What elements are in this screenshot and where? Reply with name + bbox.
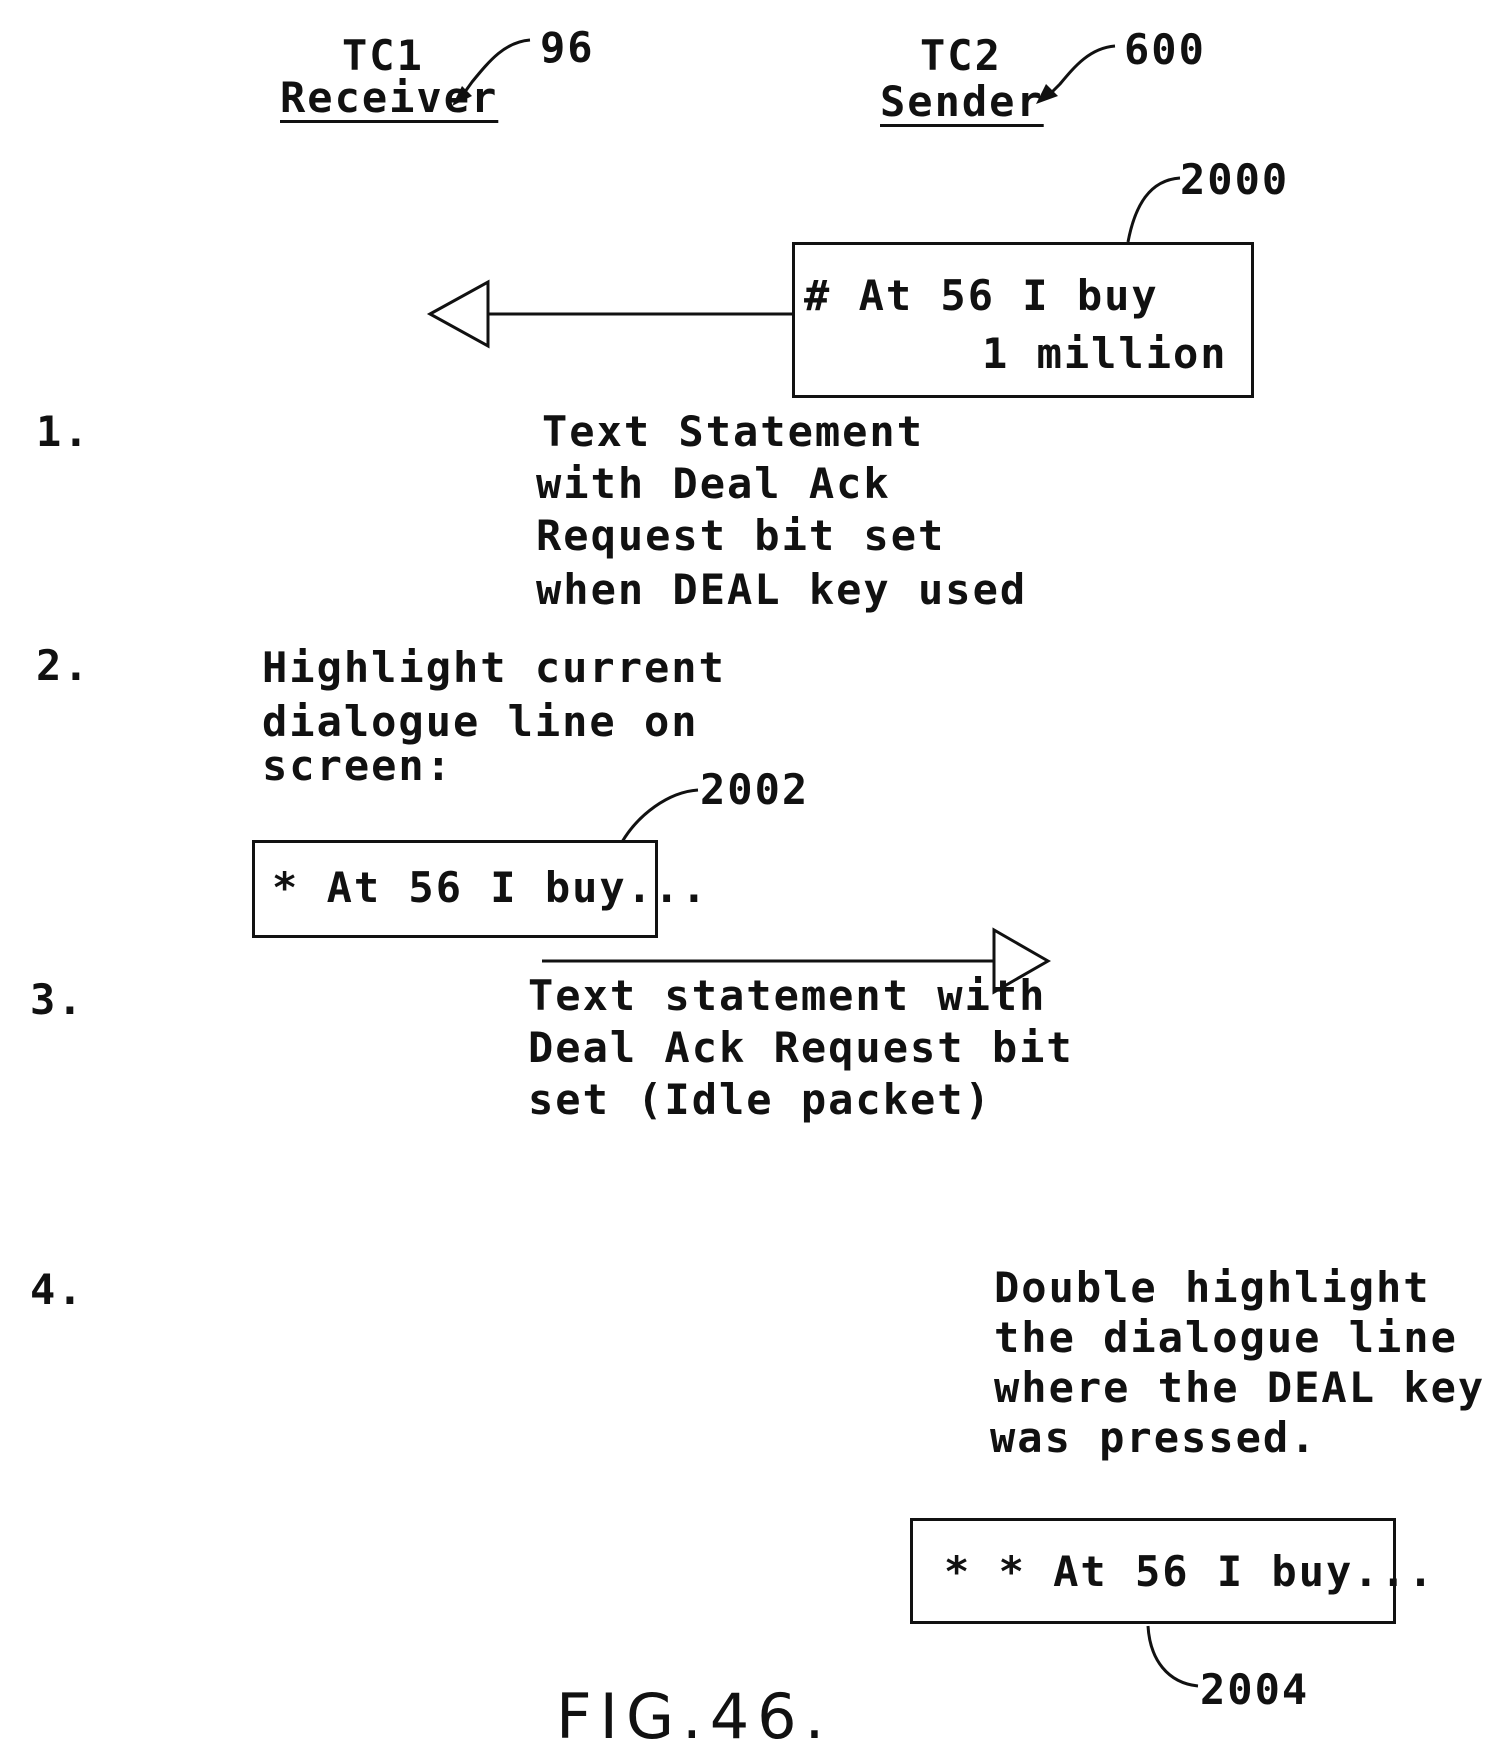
leader-2004 (1146, 1625, 1199, 1688)
ref-receiver: 96 (540, 23, 595, 72)
message-box-2002 (252, 840, 658, 938)
msg1-line2: with Deal Ack (536, 459, 891, 508)
msg1-line1: Text Statement (542, 407, 925, 456)
box-2000-line1: # At 56 I buy (804, 271, 1159, 320)
step-2-number: 2. (36, 641, 91, 690)
message-box-2000 (792, 242, 1254, 398)
step-3-number: 3. (30, 975, 85, 1024)
step-1-number: 1. (36, 407, 91, 456)
step4-line4: was pressed. (990, 1413, 1318, 1462)
leader-600-arrowhead (1036, 84, 1058, 104)
step2-line3: screen: (262, 741, 454, 790)
arrow-3-head (992, 927, 1052, 995)
leader-600 (1046, 44, 1116, 98)
msg1-line4: when DEAL key used (536, 565, 1028, 614)
step4-line2: the dialogue line (994, 1313, 1458, 1362)
step2-line2: dialogue line on (262, 697, 699, 746)
msg3-line3: set (Idle packet) (528, 1075, 992, 1124)
sender-label: Sender (880, 77, 1044, 126)
msg1-line3: Request bit set (536, 511, 946, 560)
leader-2000 (1126, 176, 1181, 243)
leader-96 (460, 38, 531, 97)
msg3-line1: Text statement with (528, 971, 1047, 1020)
ref-2000: 2000 (1180, 155, 1290, 204)
box-2004-text: * * At 56 I buy... (944, 1547, 1436, 1596)
arrow-1-head (426, 279, 490, 349)
msg3-line2: Deal Ack Request bit (528, 1023, 1074, 1072)
receiver-label: Receiver (280, 73, 499, 122)
tc1-label: TC1 (342, 31, 424, 80)
step4-line1: Double highlight (994, 1263, 1431, 1312)
ref-2004: 2004 (1200, 1665, 1310, 1714)
message-box-2004 (910, 1518, 1396, 1624)
step4-line3: where the DEAL key (994, 1363, 1485, 1412)
diagram-lines (426, 38, 1199, 1688)
leader-96-arrowhead (452, 86, 472, 106)
box-2000-line2: 1 million (982, 329, 1228, 378)
leader-2002 (620, 788, 699, 843)
figure-label: FIG.46. (556, 1680, 833, 1753)
ref-sender: 600 (1124, 25, 1206, 74)
tc2-label: TC2 (920, 31, 1002, 80)
box-2002-text: * At 56 I buy... (272, 863, 709, 912)
step2-line1: Highlight current (262, 643, 726, 692)
step-4-number: 4. (30, 1265, 85, 1314)
ref-2002: 2002 (700, 765, 810, 814)
